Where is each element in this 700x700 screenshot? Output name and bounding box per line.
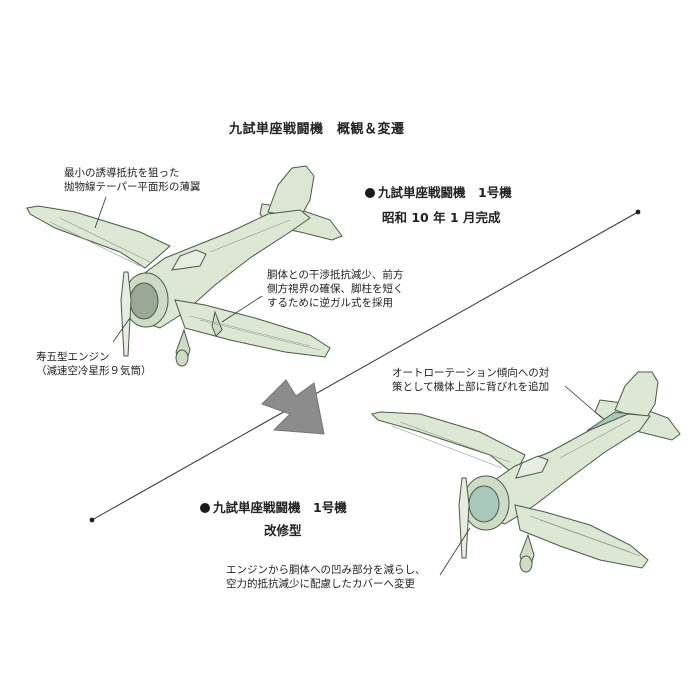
bullet-icon bbox=[365, 188, 375, 198]
transition-arrow-icon bbox=[261, 379, 325, 435]
annotation-gear: 胴体との干渉抵抗減少、前方 側方視界の確保、脚柱を短く するために逆ガル式を採用 bbox=[267, 269, 404, 309]
leader-lines bbox=[94, 196, 603, 576]
annotation-wing: 最小の誘導抵抗を狙った 抛物線テーパー平面形の薄翼 bbox=[64, 167, 201, 193]
page-title: 九試単座戦闘機 概観＆変遷 bbox=[229, 122, 405, 137]
leader-engine bbox=[112, 317, 131, 343]
left-wing bbox=[371, 411, 526, 476]
vertical-fin bbox=[267, 165, 315, 219]
variant-2-name: 九試単座戦闘機 1号機 bbox=[200, 497, 347, 516]
variant-2-subtitle: 改修型 bbox=[264, 523, 302, 538]
engine-cylinders bbox=[468, 485, 500, 523]
fuselage bbox=[485, 413, 651, 525]
wheel bbox=[519, 555, 533, 573]
fuselage bbox=[141, 209, 311, 329]
canopy bbox=[171, 249, 207, 271]
variant-2-name-text: 九試単座戦闘機 1号機 bbox=[213, 500, 347, 515]
propeller bbox=[120, 271, 132, 357]
right-wing bbox=[514, 504, 649, 569]
propeller bbox=[458, 477, 470, 559]
annotation-cowling: エンジンから胴体への凹み部分を減らし、 空力的抵抗減少に配慮したカバーへ変更 bbox=[226, 564, 426, 590]
annotation-engine: 寿五型エンジン （減速空冷星形９気筒） bbox=[36, 351, 152, 377]
engine-cylinders bbox=[129, 282, 159, 320]
annotation-dorsal: オートローテーション傾向への対 策として機体上部に背びれを追加 bbox=[392, 367, 550, 393]
leader-dorsal bbox=[564, 385, 603, 419]
wheel-left bbox=[175, 349, 189, 367]
variant-1-date: 昭和 10 年 1 月完成 bbox=[382, 210, 501, 225]
leader-cowling bbox=[439, 527, 471, 576]
divider-line bbox=[91, 211, 639, 521]
divider-dot-start bbox=[89, 517, 95, 523]
variant-1-name: 九試単座戦闘機 1号機 bbox=[365, 182, 512, 201]
aircraft-prototype-1 bbox=[26, 165, 343, 367]
variant-1-name-text: 九試単座戦闘機 1号機 bbox=[378, 185, 512, 200]
aircraft-modified bbox=[371, 371, 681, 573]
canopy bbox=[515, 455, 549, 479]
bullet-icon bbox=[200, 503, 210, 513]
leader-gear bbox=[221, 295, 263, 323]
divider-dot-end bbox=[635, 209, 641, 215]
leader-wing bbox=[94, 196, 107, 229]
